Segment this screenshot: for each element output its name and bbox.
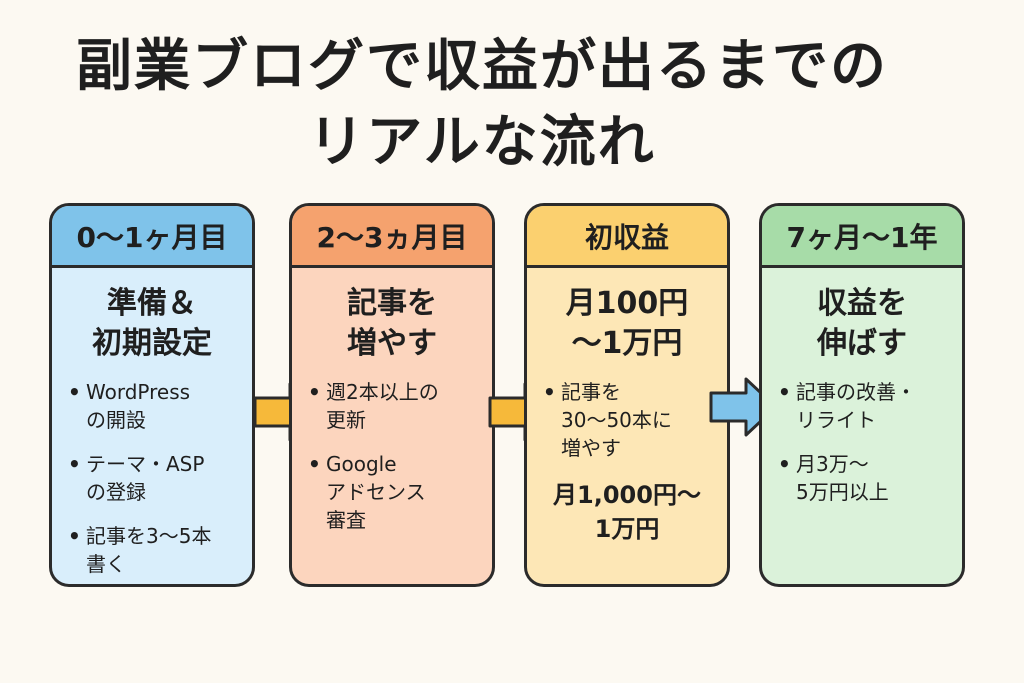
page-title-line-2: リアルな流れ — [308, 110, 656, 175]
bullet-item: 記事の改善・ リライト — [776, 378, 948, 434]
stage-header-2: 2〜3ヵ月目 — [292, 206, 492, 268]
stage-card-2: 2〜3ヵ月目 記事を 増やす 週2本以上の 更新 Google アドセンス 審査 — [289, 203, 495, 587]
bullet-item: テーマ・ASP の登録 — [66, 450, 238, 506]
page-title-line-1: 副業ブログで収益が出るまでの — [76, 34, 888, 99]
stage-bullets-3: 記事を 30〜50本に 増やす — [541, 378, 713, 462]
bullet-item: 月3万〜 5万円以上 — [776, 450, 948, 506]
stage-card-4: 7ヶ月〜1年 収益を 伸ばす 記事の改善・ リライト 月3万〜 5万円以上 — [759, 203, 965, 587]
stage-card-3: 初収益 月100円 〜1万円 記事を 30〜50本に 増やす 月1,000円〜 … — [524, 203, 730, 587]
stage-heading-2: 記事を 増やす — [347, 286, 437, 361]
bullet-item: WordPress の開設 — [66, 378, 238, 434]
bullet-item: Google アドセンス 審査 — [306, 450, 478, 534]
bullet-item: 週2本以上の 更新 — [306, 378, 478, 434]
stage-card-1: 0〜1ヶ月目 準備＆ 初期設定 WordPress の開設 テーマ・ASP の登… — [49, 203, 255, 587]
stage-note-3: 月1,000円〜 1万円 — [553, 481, 701, 543]
stage-header-3: 初収益 — [527, 206, 727, 268]
stage-header-1: 0〜1ヶ月目 — [52, 206, 252, 268]
stage-bullets-4: 記事の改善・ リライト 月3万〜 5万円以上 — [776, 378, 948, 506]
stage-heading-1: 準備＆ 初期設定 — [92, 286, 212, 361]
stage-bullets-1: WordPress の開設 テーマ・ASP の登録 記事を3〜5本 書く — [66, 378, 238, 578]
bullet-item: 記事を3〜5本 書く — [66, 522, 238, 578]
stage-heading-3: 月100円 〜1万円 — [565, 286, 689, 361]
stage-bullets-2: 週2本以上の 更新 Google アドセンス 審査 — [306, 378, 478, 534]
bullet-item: 記事を 30〜50本に 増やす — [541, 378, 713, 462]
stage-heading-4: 収益を 伸ばす — [817, 286, 907, 361]
stage-header-4: 7ヶ月〜1年 — [762, 206, 962, 268]
